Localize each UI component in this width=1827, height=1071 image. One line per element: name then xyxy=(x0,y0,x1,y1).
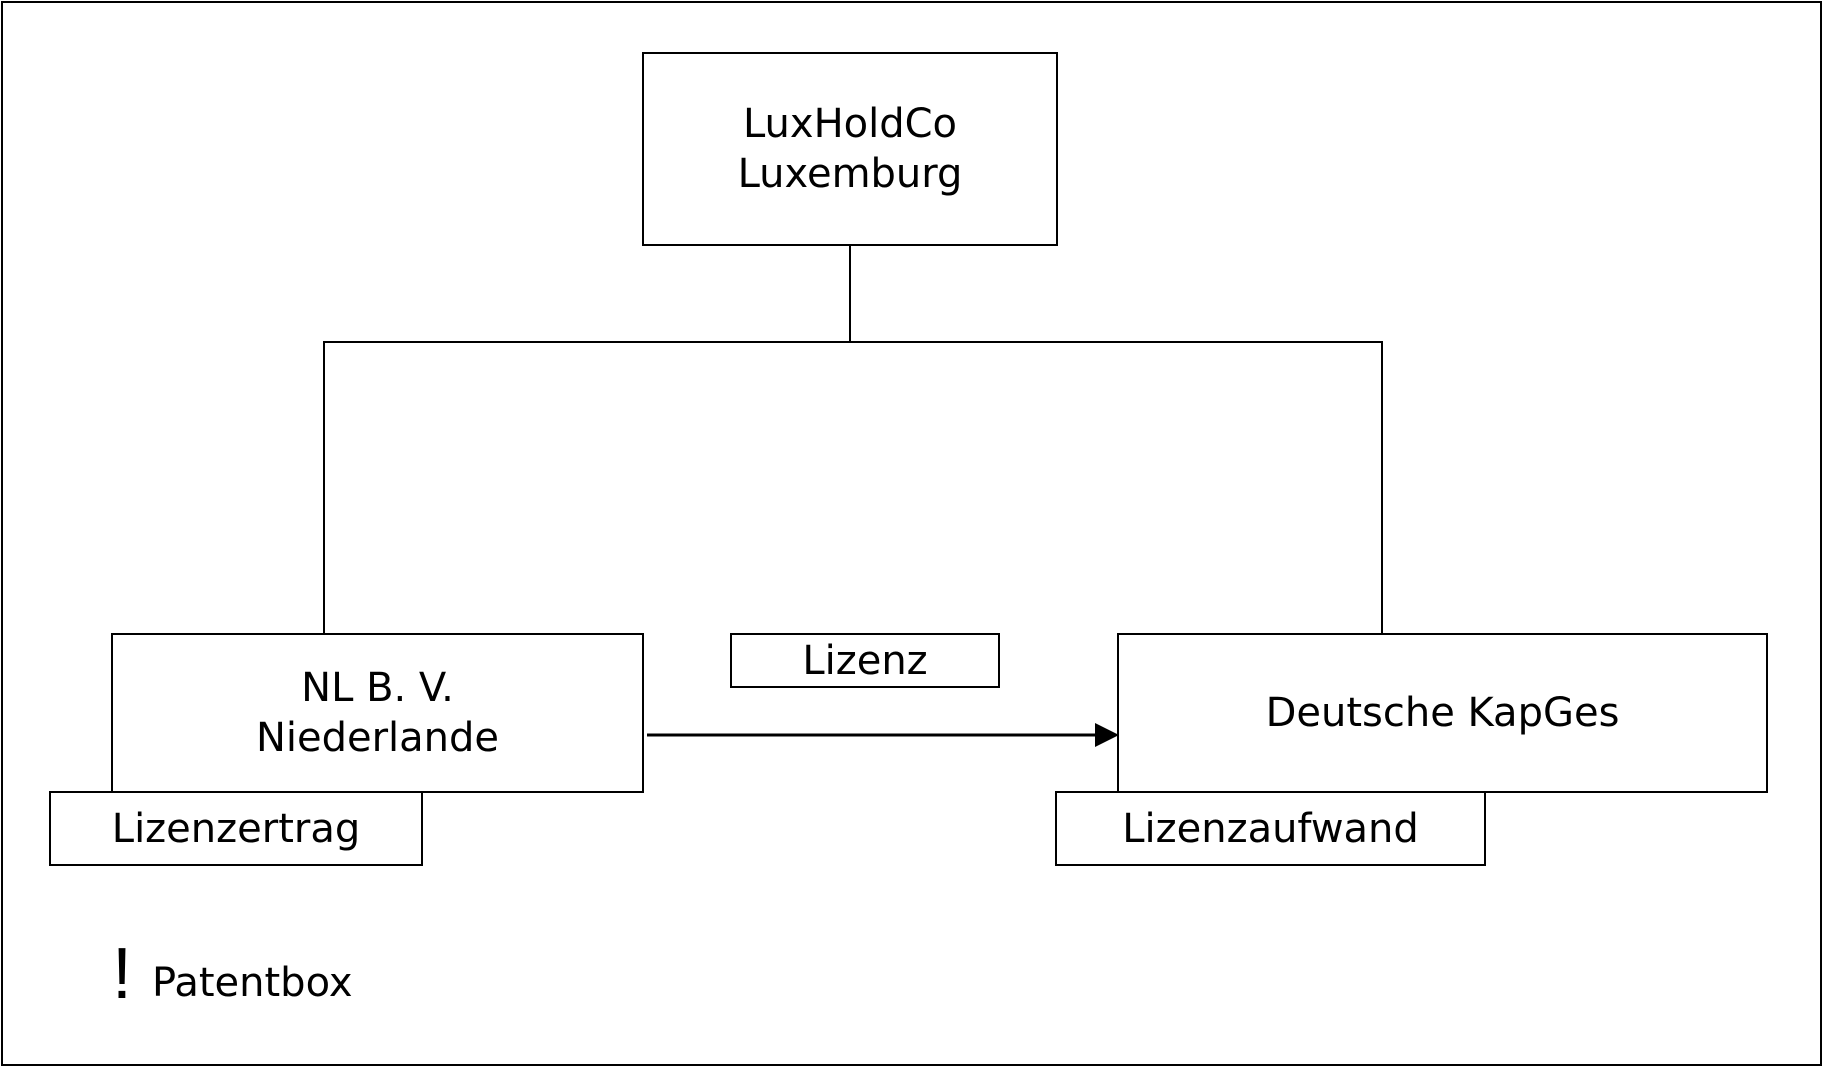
exclamation-icon: ! xyxy=(112,934,133,1014)
license-arrow-head xyxy=(1095,723,1119,747)
license-label: Lizenz xyxy=(802,637,928,684)
income-label: Lizenzertrag xyxy=(111,805,361,852)
netherlands-name: NL B. V. xyxy=(301,665,454,711)
license-label-box: Lizenz xyxy=(730,633,1000,688)
income-label-box: Lizenzertrag xyxy=(49,791,423,866)
patent-box-note: ! Patentbox xyxy=(112,930,352,1010)
netherlands-box: NL B. V. Niederlande xyxy=(111,633,644,793)
holding-country: Luxemburg xyxy=(737,151,963,197)
germany-name: Deutsche KapGes xyxy=(1265,690,1620,736)
holding-name: LuxHoldCo xyxy=(742,101,958,147)
netherlands-country: Niederlande xyxy=(255,715,500,761)
holding-box: LuxHoldCo Luxemburg xyxy=(642,52,1058,246)
expense-label-box: Lizenzaufwand xyxy=(1055,791,1486,866)
germany-box: Deutsche KapGes xyxy=(1117,633,1768,793)
expense-label: Lizenzaufwand xyxy=(1122,805,1419,852)
patent-box-label: Patentbox xyxy=(152,960,353,1006)
